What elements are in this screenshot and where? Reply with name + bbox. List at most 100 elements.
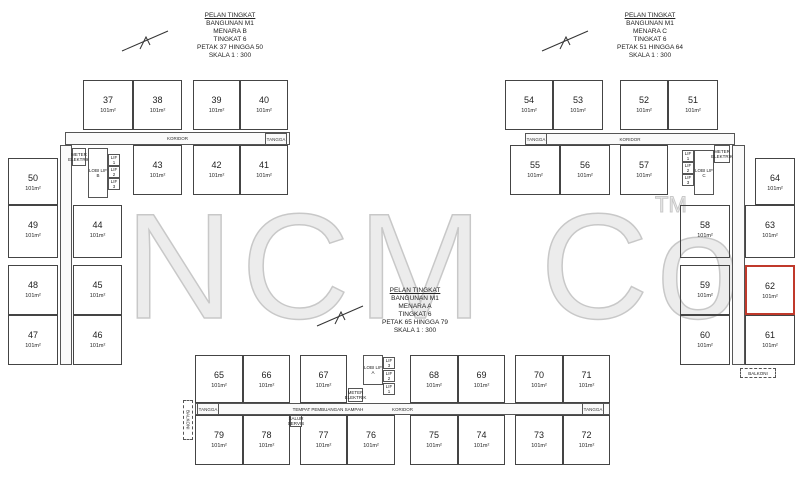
unit-number: 55 bbox=[529, 160, 540, 170]
unit-63[interactable]: 63 101m² bbox=[745, 205, 795, 258]
stair-tower-a-left: TANGGA bbox=[197, 403, 219, 415]
unit-area: 101m² bbox=[426, 383, 442, 389]
unit-number: 72 bbox=[581, 430, 592, 440]
unit-area: 101m² bbox=[697, 293, 713, 299]
unit-number: 65 bbox=[213, 370, 224, 380]
unit-number: 76 bbox=[365, 430, 376, 440]
title-tower: MENARA C bbox=[633, 28, 667, 35]
unit-number: 74 bbox=[476, 430, 487, 440]
title-building: BANGUNAN M1 bbox=[626, 20, 674, 27]
title-tower: MENARA B bbox=[213, 28, 247, 35]
unit-number: 37 bbox=[102, 95, 113, 105]
unit-number: 79 bbox=[213, 430, 224, 440]
unit-area: 101m² bbox=[258, 383, 275, 389]
title-lots: PETAK 51 HINGGA 64 bbox=[617, 44, 683, 51]
stair-tower-a-right: TANGGA bbox=[582, 403, 604, 415]
title-heading: PELAN TINGKAT bbox=[624, 12, 676, 19]
unit-number: 78 bbox=[261, 430, 272, 440]
unit-number: 45 bbox=[92, 280, 103, 290]
unit-area: 101m² bbox=[531, 443, 547, 449]
title-block-tower-b: PELAN TINGKAT BANGUNAN M1 MENARA B TINGK… bbox=[170, 12, 290, 60]
unit-number: 52 bbox=[638, 95, 649, 105]
unit-number: 58 bbox=[699, 220, 710, 230]
title-building: BANGUNAN M1 bbox=[391, 295, 439, 302]
corridor-tower-b: KORIDOR bbox=[65, 132, 290, 145]
lift-lobby-c: LOBI LIF C bbox=[694, 150, 714, 195]
stair-tower-b: TANGGA bbox=[265, 133, 287, 145]
unit-number: 39 bbox=[211, 95, 222, 105]
lift-2-a: LIF 2 bbox=[383, 370, 395, 382]
unit-number: 42 bbox=[211, 160, 222, 170]
north-arrow-icon bbox=[316, 305, 364, 327]
unit-number: 40 bbox=[258, 95, 269, 105]
unit-area: 101m² bbox=[211, 443, 227, 449]
unit-area: 101m² bbox=[25, 343, 41, 349]
unit-52[interactable]: 52 101m² bbox=[620, 80, 668, 130]
balcony-a: BALKONI bbox=[183, 400, 193, 440]
north-arrow-icon bbox=[541, 30, 589, 52]
unit-area: 101m² bbox=[25, 293, 41, 299]
unit-number: 63 bbox=[764, 220, 775, 230]
unit-number: 54 bbox=[523, 95, 534, 105]
title-lots: PETAK 37 HINGGA 50 bbox=[197, 44, 263, 51]
meter-room-c: METER ELEKTRIK bbox=[711, 145, 733, 163]
corridor-tower-a: KORIDOR bbox=[195, 403, 610, 415]
unit-area: 101m² bbox=[25, 233, 41, 239]
unit-area: 101m² bbox=[256, 173, 272, 179]
unit-45[interactable]: 45 101m² bbox=[73, 265, 122, 315]
unit-number: 61 bbox=[764, 330, 775, 340]
unit-number: 41 bbox=[258, 160, 269, 170]
unit-area: 101m² bbox=[89, 293, 106, 299]
unit-number: 64 bbox=[769, 173, 780, 183]
unit-41[interactable]: 41 101m² bbox=[240, 145, 288, 195]
unit-number: 50 bbox=[27, 173, 38, 183]
unit-number: 57 bbox=[638, 160, 649, 170]
unit-area: 101m² bbox=[636, 108, 652, 114]
unit-79[interactable]: 79 101m² bbox=[195, 415, 243, 465]
unit-area: 101m² bbox=[762, 233, 778, 239]
unit-area: 101m² bbox=[89, 343, 106, 349]
meter-room-a: METER ELEKTRIK bbox=[344, 388, 367, 402]
title-block-tower-a: PELAN TINGKAT BANGUNAN M1 MENARA A TINGK… bbox=[355, 287, 475, 335]
meter-room-b: METER ELEKTRIK bbox=[68, 148, 90, 166]
unit-area: 101m² bbox=[570, 108, 586, 114]
